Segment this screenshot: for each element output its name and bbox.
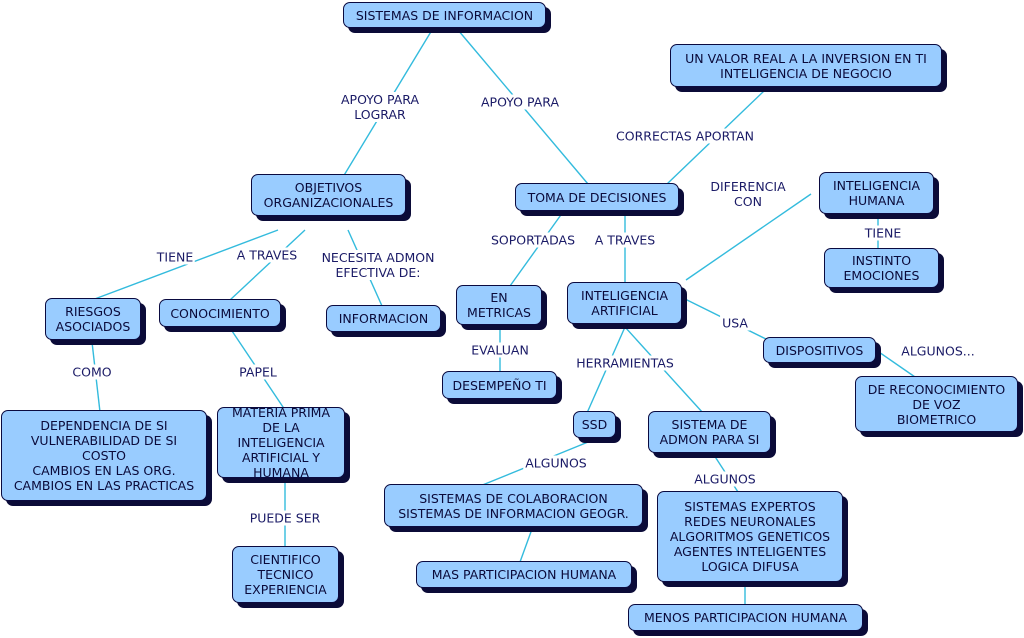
link-label-como: COMO bbox=[70, 364, 114, 380]
concept-cientifico-tecnico: CIENTIFICO TECNICO EXPERIENCIA bbox=[232, 546, 339, 603]
concept-conocimiento: CONOCIMIENTO bbox=[159, 299, 281, 327]
concept-valor-real: UN VALOR REAL A LA INVERSION EN TI INTEL… bbox=[670, 44, 942, 87]
concept-dependencia-de-si: DEPENDENCIA DE SI VULNERABILIDAD DE SI C… bbox=[1, 410, 207, 501]
concept-materia-prima: MATERIA PRIMA DE LA INTELIGENCIA ARTIFIC… bbox=[217, 405, 345, 480]
concept-menos-participacion: MENOS PARTICIPACION HUMANA bbox=[628, 604, 863, 631]
concept-riesgos-asociados: RIESGOS ASOCIADOS bbox=[45, 298, 141, 340]
link-label-herramientas: HERRAMIENTAS bbox=[574, 355, 676, 371]
link-label-puede-ser: PUEDE SER bbox=[247, 510, 323, 526]
concept-objetivos-organizacionales: OBJETIVOS ORGANIZACIONALES bbox=[251, 174, 406, 216]
concept-sistemas-de-informacion: SISTEMAS DE INFORMACION bbox=[343, 2, 546, 28]
link-label-algunos-ssd: ALGUNOS bbox=[523, 455, 589, 471]
concept-desempeno-ti: DESEMPEÑO TI bbox=[442, 371, 557, 399]
link-label-algunos-admon: ALGUNOS bbox=[692, 471, 758, 487]
link-label-algunos-disp: ALGUNOS... bbox=[899, 343, 977, 359]
link-label-apoyo-lograr: APOYO PARA LOGRAR bbox=[338, 92, 422, 122]
concept-sistemas-colaboracion: SISTEMAS DE COLABORACION SISTEMAS DE INF… bbox=[384, 484, 643, 527]
concept-reconocimiento-voz: DE RECONOCIMIENTO DE VOZ BIOMETRICO bbox=[855, 376, 1018, 432]
concept-en-metricas: EN METRICAS bbox=[456, 285, 542, 325]
concept-toma-de-decisiones: TOMA DE DECISIONES bbox=[515, 183, 679, 211]
concept-sistema-admon: SISTEMA DE ADMON PARA SI bbox=[648, 411, 771, 453]
concept-instinto-emociones: INSTINTO EMOCIONES bbox=[824, 248, 939, 288]
concept-inteligencia-artificial: INTELIGENCIA ARTIFICIAL bbox=[567, 282, 682, 324]
link-label-correctas-aportan: CORRECTAS APORTAN bbox=[614, 128, 756, 144]
link-label-apoyo-para: APOYO PARA bbox=[478, 94, 562, 110]
link-label-necesita: NECESITA ADMON EFECTIVA DE: bbox=[319, 250, 437, 280]
concept-informacion: INFORMACION bbox=[326, 305, 441, 332]
concept-dispositivos: DISPOSITIVOS bbox=[763, 337, 876, 363]
concept-ssd: SSD bbox=[573, 411, 616, 438]
link-label-papel: PAPEL bbox=[237, 364, 279, 380]
concept-mas-participacion: MAS PARTICIPACION HUMANA bbox=[416, 561, 632, 588]
link-label-diferencia-con: DIFERENCIA CON bbox=[708, 179, 788, 209]
link-label-tiene-ih: TIENE bbox=[862, 225, 904, 241]
concept-inteligencia-humana: INTELIGENCIA HUMANA bbox=[819, 172, 934, 214]
link-label-tiene-obj: TIENE bbox=[154, 249, 196, 265]
link-label-soportadas: SOPORTADAS bbox=[488, 232, 578, 248]
link-label-a-traves-obj: A TRAVES bbox=[234, 247, 300, 263]
link-label-a-traves-td: A TRAVES bbox=[592, 232, 658, 248]
link-label-evaluan: EVALUAN bbox=[469, 342, 531, 358]
concept-sistemas-expertos: SISTEMAS EXPERTOS REDES NEURONALES ALGOR… bbox=[657, 491, 843, 582]
link-label-usa: USA bbox=[720, 315, 750, 331]
